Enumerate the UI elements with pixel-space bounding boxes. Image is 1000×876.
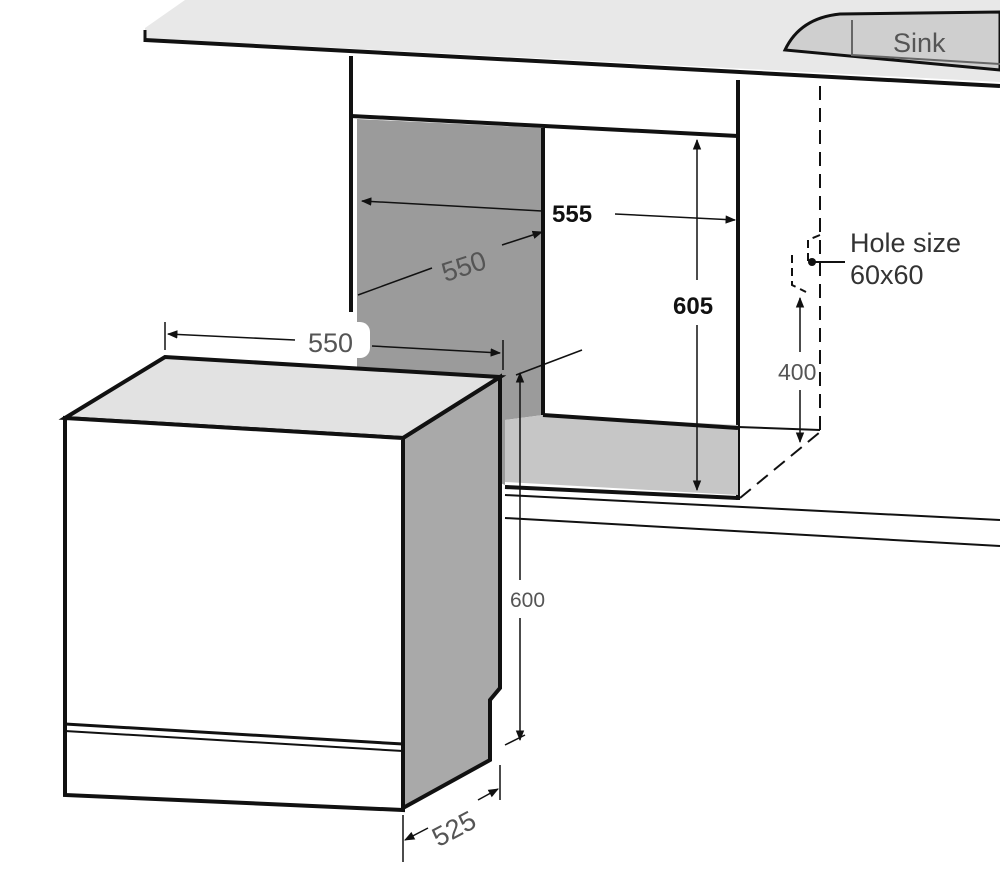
dishwasher-side xyxy=(401,373,502,812)
sink xyxy=(782,10,1000,72)
niche-width-label: 555 xyxy=(552,201,592,228)
niche-height-label: 605 xyxy=(673,293,713,320)
hole-size-title: Hole size xyxy=(850,228,961,258)
hole-height-label: 400 xyxy=(778,359,816,385)
countertop xyxy=(145,0,1000,82)
appliance-depth-label: 525 xyxy=(427,805,481,853)
niche-floor xyxy=(505,415,738,495)
hole-size-value: 60x60 xyxy=(850,260,924,290)
appliance-width-label: 550 xyxy=(308,328,353,358)
sink-label: Sink xyxy=(893,28,946,58)
appliance-height-label: 600 xyxy=(510,589,545,612)
dishwasher-front xyxy=(63,415,405,813)
